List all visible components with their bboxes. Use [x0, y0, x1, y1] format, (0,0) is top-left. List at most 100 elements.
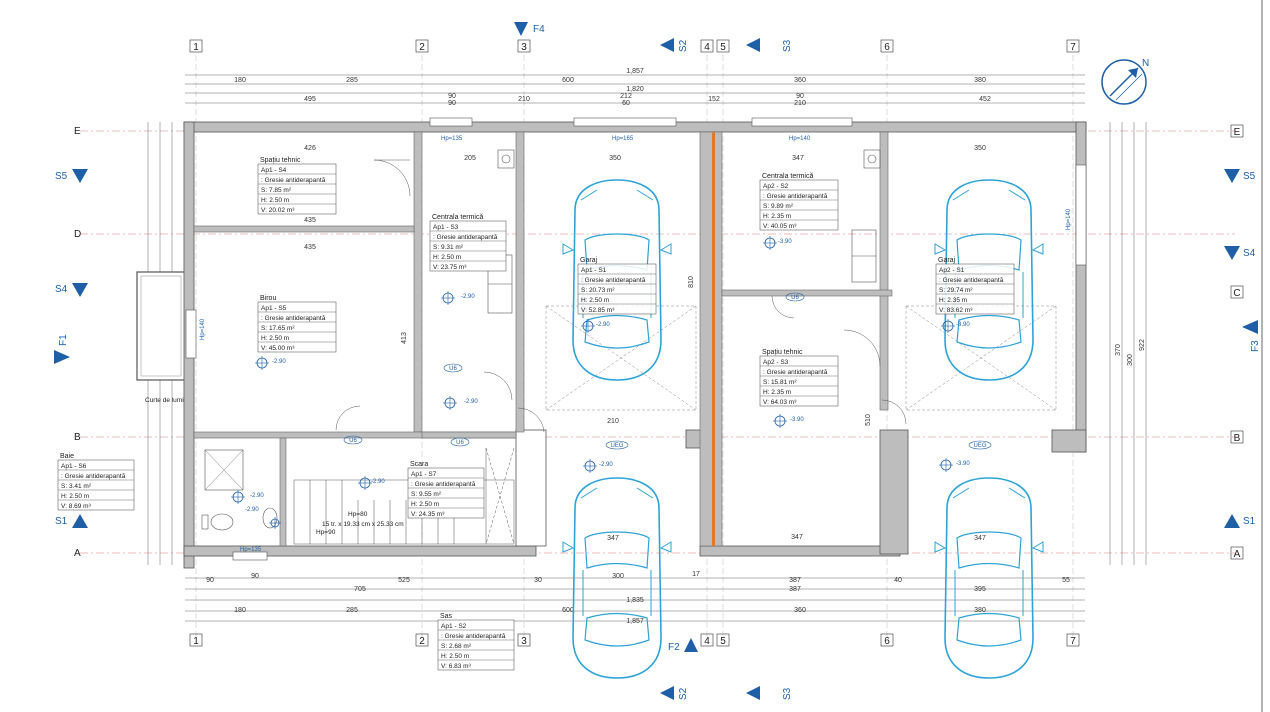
grid-row-label: A: [74, 548, 81, 559]
svg-text:413: 413: [401, 332, 408, 344]
dim: 300: [1127, 354, 1134, 366]
dim: 90: [206, 577, 214, 584]
svg-text:H: 2.50 m: H: 2.50 m: [261, 335, 289, 342]
dim: 380: [974, 77, 986, 84]
svg-text:-2.90: -2.90: [596, 322, 610, 328]
grid-col-label: 7: [1070, 636, 1076, 647]
svg-text:Garaj: Garaj: [938, 257, 956, 264]
shower-icon: [204, 449, 244, 491]
svg-text:Ap1 - S7: Ap1 - S7: [411, 471, 437, 478]
svg-text:-2.90: -2.90: [371, 479, 385, 485]
svg-text:S2: S2: [678, 39, 689, 52]
dim: 525: [398, 577, 410, 584]
svg-text:F3: F3: [1250, 340, 1261, 352]
grid-row-label: E: [74, 126, 81, 137]
svg-text:H: 2.50 m: H: 2.50 m: [433, 254, 461, 261]
dim: 180: [234, 607, 246, 614]
svg-text:Scara: Scara: [410, 461, 428, 468]
level-marker-icon: -2.90: [443, 396, 478, 410]
svg-text:Ap1 - S1: Ap1 - S1: [581, 267, 607, 274]
section-arrow-icon: S4: [55, 283, 88, 297]
svg-text:S: 9.89 m²: S: 9.89 m²: [763, 203, 794, 210]
section-arrow-icon: S2: [660, 686, 689, 700]
svg-text:-2.90: -2.90: [464, 399, 478, 405]
svg-text:S4: S4: [55, 284, 68, 295]
grid-row-label: B: [74, 432, 81, 443]
right-dimension-lines: [1109, 122, 1147, 565]
dim: 395: [974, 586, 986, 593]
door-tag: U6: [456, 440, 464, 446]
door-tag: UEG: [610, 443, 623, 449]
window-tag: Hp=135: [240, 547, 262, 553]
grid-col-label: 3: [521, 42, 527, 53]
svg-text:-3.90: -3.90: [956, 461, 970, 467]
svg-text:347: 347: [974, 535, 986, 542]
svg-text:350: 350: [974, 145, 986, 152]
grid-col-label: 2: [419, 42, 425, 53]
staircase: [293, 447, 515, 545]
svg-text:S1: S1: [55, 516, 68, 527]
svg-text:S4: S4: [1243, 248, 1256, 259]
grid-column-labels-top: 1 2 3 4 5 6 7: [189, 39, 1080, 53]
svg-text:Spațiu tehnic: Spațiu tehnic: [260, 157, 301, 164]
svg-text:Ap1 - S4: Ap1 - S4: [261, 167, 287, 174]
svg-text:-2.90: -2.90: [599, 462, 613, 468]
light-well-inner: [140, 275, 182, 377]
svg-text:: Gresie antiderapantă: : Gresie antiderapantă: [61, 473, 126, 480]
svg-text:Ap1 - S3: Ap1 - S3: [433, 224, 459, 231]
section-arrow-icon: S3: [746, 38, 793, 52]
dim: 90: [796, 93, 804, 100]
dim: 40: [894, 577, 902, 584]
window-tag: Hp=135: [441, 136, 463, 142]
level-marker-icon: -3.90: [939, 458, 970, 472]
level-marker-icon: -3.90: [763, 236, 792, 250]
section-arrow-icon: S4: [1224, 246, 1256, 260]
svg-text:S: 15.81 m²: S: 15.81 m²: [763, 379, 797, 386]
svg-text:-2.90: -2.90: [272, 359, 286, 365]
dim: 600: [562, 607, 574, 614]
north-arrow-icon: N: [1101, 58, 1149, 105]
svg-text:S5: S5: [55, 171, 68, 182]
svg-text:V: 83.62 m³: V: 83.62 m³: [939, 307, 973, 314]
svg-text:N: N: [1142, 58, 1149, 69]
structural-line: [712, 132, 715, 546]
dim: 360: [794, 77, 806, 84]
dim: 152: [708, 96, 720, 103]
svg-text:Centrala termică: Centrala termică: [762, 173, 813, 180]
grid-row-label: B: [1234, 433, 1241, 444]
svg-text:-2.90: -2.90: [250, 493, 264, 499]
svg-text:H: 2.50 m: H: 2.50 m: [61, 493, 89, 500]
top-dimension-texts: 1,857 180 285 600 360 380 1,820 495 90 9…: [234, 68, 991, 107]
svg-text:S: 3.41 m²: S: 3.41 m²: [61, 483, 92, 490]
room-label-ap1-s6: Baie Ap1 - S6 : Gresie antiderapantă S: …: [57, 453, 135, 511]
section-arrow-icon: F4: [514, 22, 545, 36]
door-tag: UEG: [973, 443, 986, 449]
room-label-ap1-s7: Scara Ap1 - S7 : Gresie antiderapantă S:…: [407, 461, 485, 519]
stair-hp: Hp=80: [348, 511, 368, 518]
dim: 180: [234, 77, 246, 84]
section-arrow-icon: F1: [54, 334, 70, 364]
room-label-ap1-s3: Centrala termică Ap1 - S3 : Gresie antid…: [429, 214, 507, 272]
dim: 387: [789, 586, 801, 593]
sink-icon: [262, 507, 278, 529]
svg-text:350: 350: [609, 155, 621, 162]
grid-col-label: 5: [720, 42, 726, 53]
svg-text:347: 347: [607, 535, 619, 542]
section-arrow-icon: S2: [660, 38, 689, 52]
dim: 452: [979, 96, 991, 103]
windows: [185, 117, 1087, 561]
grid-col-label: 2: [419, 636, 425, 647]
grid-row-label: C: [1233, 288, 1240, 299]
section-arrow-icon: F2: [668, 638, 698, 653]
bottom-dimension-texts: 90 90 525 30 300 17 387 40 55 705 387 39…: [206, 571, 1070, 625]
window-tag: Hp=140: [1066, 208, 1072, 230]
svg-text:-2.90: -2.90: [461, 294, 475, 300]
section-markers: F4 F1 F2 F3 S1 S1 S2 S2 S3 S3 S4 S4 S5 S…: [54, 22, 1261, 700]
stair-notes: 15 tr. x 19.33 cm x 25.33 cm Hp=80 Hp=90: [316, 511, 404, 536]
dim-total: 922: [1139, 339, 1146, 351]
grid-row-label: A: [1234, 549, 1241, 560]
dim: 212: [620, 93, 632, 100]
svg-text:: Gresie antiderapantă: : Gresie antiderapantă: [261, 177, 326, 184]
door-tag: U6: [449, 366, 457, 372]
level-marker-icon: -2.90: [441, 291, 475, 305]
